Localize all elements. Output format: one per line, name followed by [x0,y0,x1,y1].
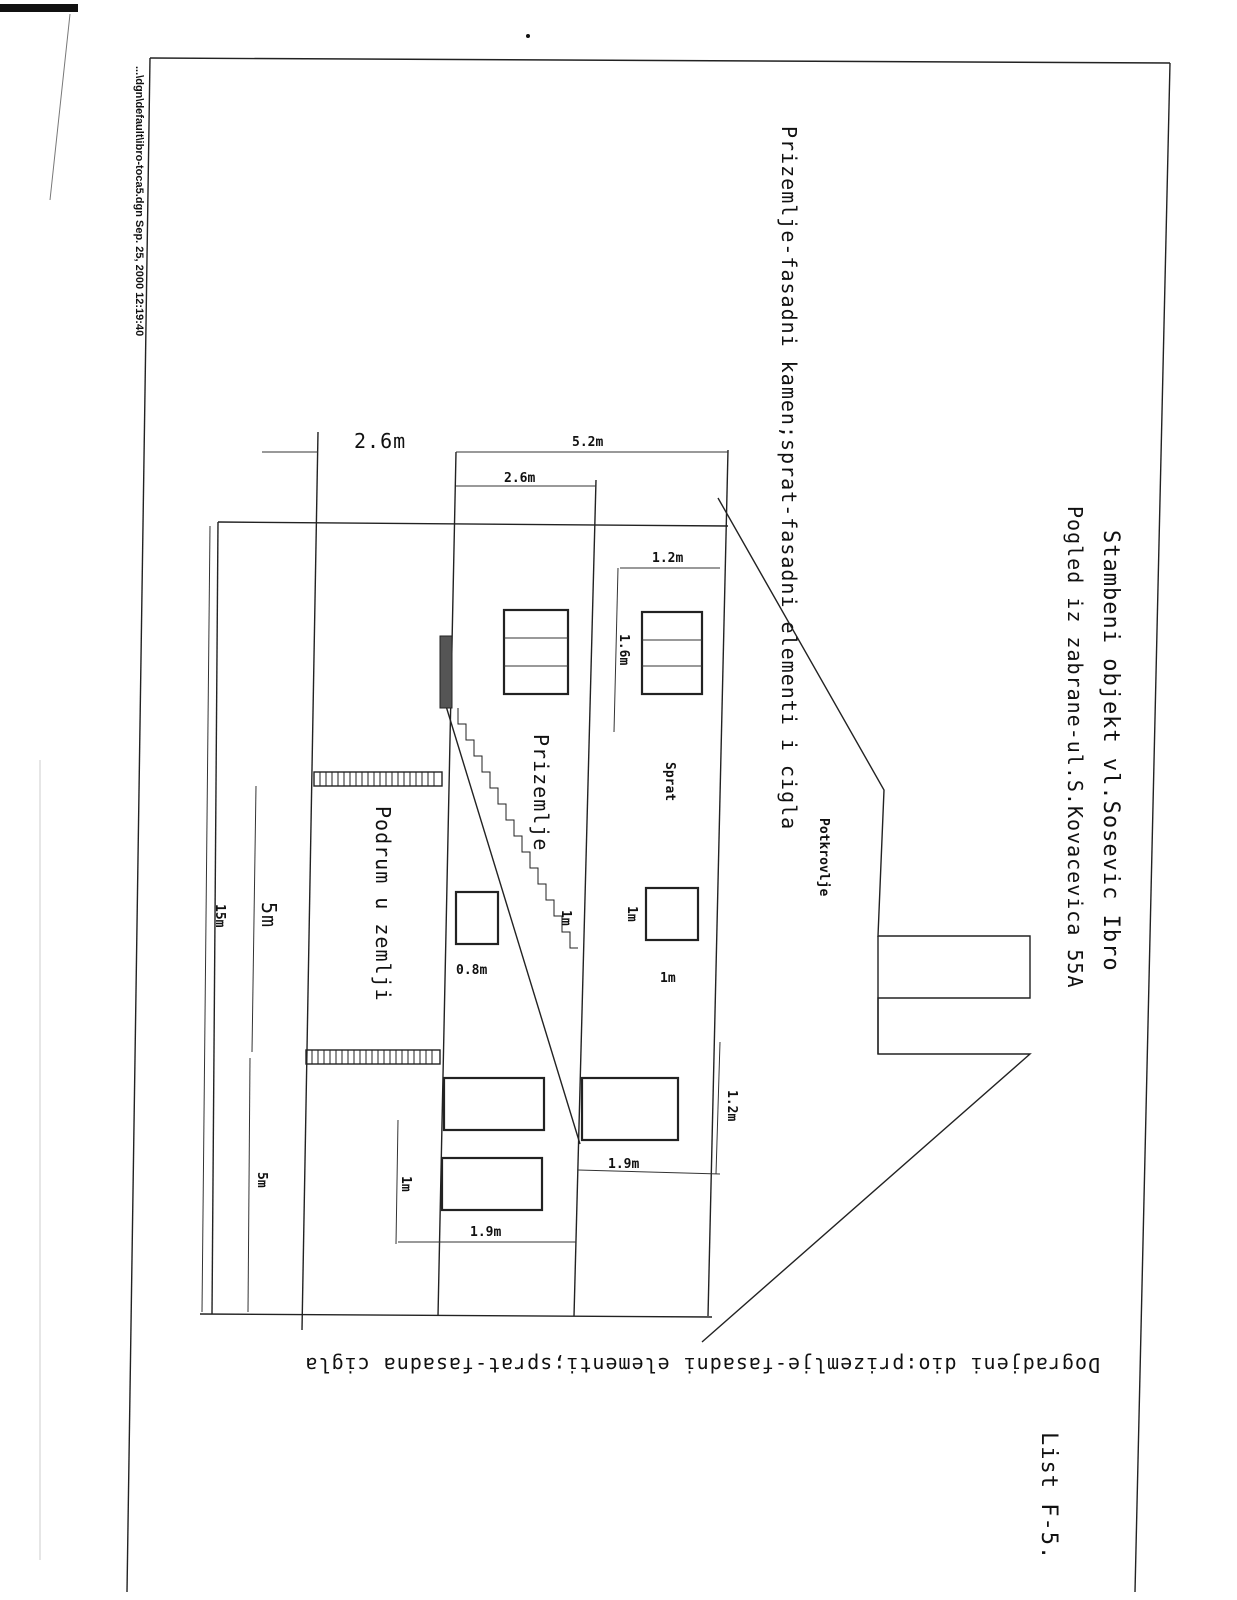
stair-hatched-block [439,635,453,709]
sheet-frame-right [1134,62,1171,1593]
dim-label-ext-lower-w: 1.9m [470,1225,501,1240]
dim-line-5m-extension [247,1057,251,1313]
footer-file-path: ...\dgn\default\ibro-toca5.dgn Sep. 25, … [133,66,145,336]
dim-label-basement: 5m [257,902,281,928]
dim-line-1-6m [613,567,619,733]
material-note-main: Prizemlje-fasadni kamen;sprat-fasadni el… [777,126,801,830]
footing-line [199,1313,713,1318]
basement-ledge-top [313,771,443,787]
dim-label-window-height-top: 1.6m [616,634,631,665]
dim-label-extension: 5m [254,1172,269,1188]
material-note-extension: Dogradjeni dio:prizemlje-fasadni element… [304,1353,1100,1377]
dim-label-total: 15m [212,904,227,928]
ledge-hatching [311,772,435,1064]
dim-label-small-w2: 0.8m [456,963,487,978]
dim-line-ext-1-2m [715,1041,721,1175]
dim-line-15m [201,525,211,1313]
drawing-title-line2: Pogled iz zabrane-ul.S.Kovacevica 55A [1063,506,1087,989]
window-ground-top [502,608,570,696]
dim-label-window-width-top: 1.2m [652,551,683,566]
window-upper-small [644,886,700,942]
ground-floor-face [437,451,457,1317]
sheet-frame-left [126,57,151,1593]
main-top-line [217,521,729,527]
dim-line-5m-basement [251,785,257,1053]
left-building-line [301,431,319,1331]
eave-line [707,449,729,1317]
floor-label-ground: Prizemlje [529,734,553,851]
scan-edge-line [49,13,71,201]
dim-label-small-h1: 1m [624,906,639,922]
floor-label-basement: Podrum u zemlji [371,806,395,1002]
ground-line [211,521,219,1315]
stair-steps [457,708,578,949]
roof-outline [701,497,1032,1343]
dim-label-ext-lower-h: 1m [398,1176,413,1192]
stair-diagonal [445,705,581,1145]
dim-line-1-9m-upper [577,1169,721,1175]
drawing-title-line1: Stambeni objekt vl.Sosevic Ibro [1098,530,1123,972]
window-ext-ground-top [442,1076,546,1132]
dim-label-offset-left: 2.6m [354,429,406,453]
floor-label-upper: Sprat [662,762,677,801]
dim-label-ext-upper-h: 1.2m [724,1090,739,1121]
dim-label-ground-width: 2.6m [504,471,535,486]
sheet-frame-top [149,57,1171,64]
floor-label-attic: Potkrovlje [816,818,831,896]
upper-floor-divider [573,479,597,1317]
window-upper-top [640,610,704,696]
sheet-id: List F-5. [1036,1432,1061,1560]
dim-label-upper-width: 5.2m [572,435,603,450]
scan-mark [0,4,78,12]
dim-label-small-h2: 1m [558,910,573,926]
dim-label-small-w1: 1m [660,971,676,986]
scan-dot [526,34,530,38]
window-ext-ground-bottom [440,1156,544,1212]
window-ext-upper [580,1076,680,1142]
basement-ledge-bottom [305,1049,441,1065]
dim-label-ext-upper-w: 1.9m [608,1157,639,1172]
window-ground-small [454,890,500,946]
dim-line-ext-1m [395,1119,399,1245]
